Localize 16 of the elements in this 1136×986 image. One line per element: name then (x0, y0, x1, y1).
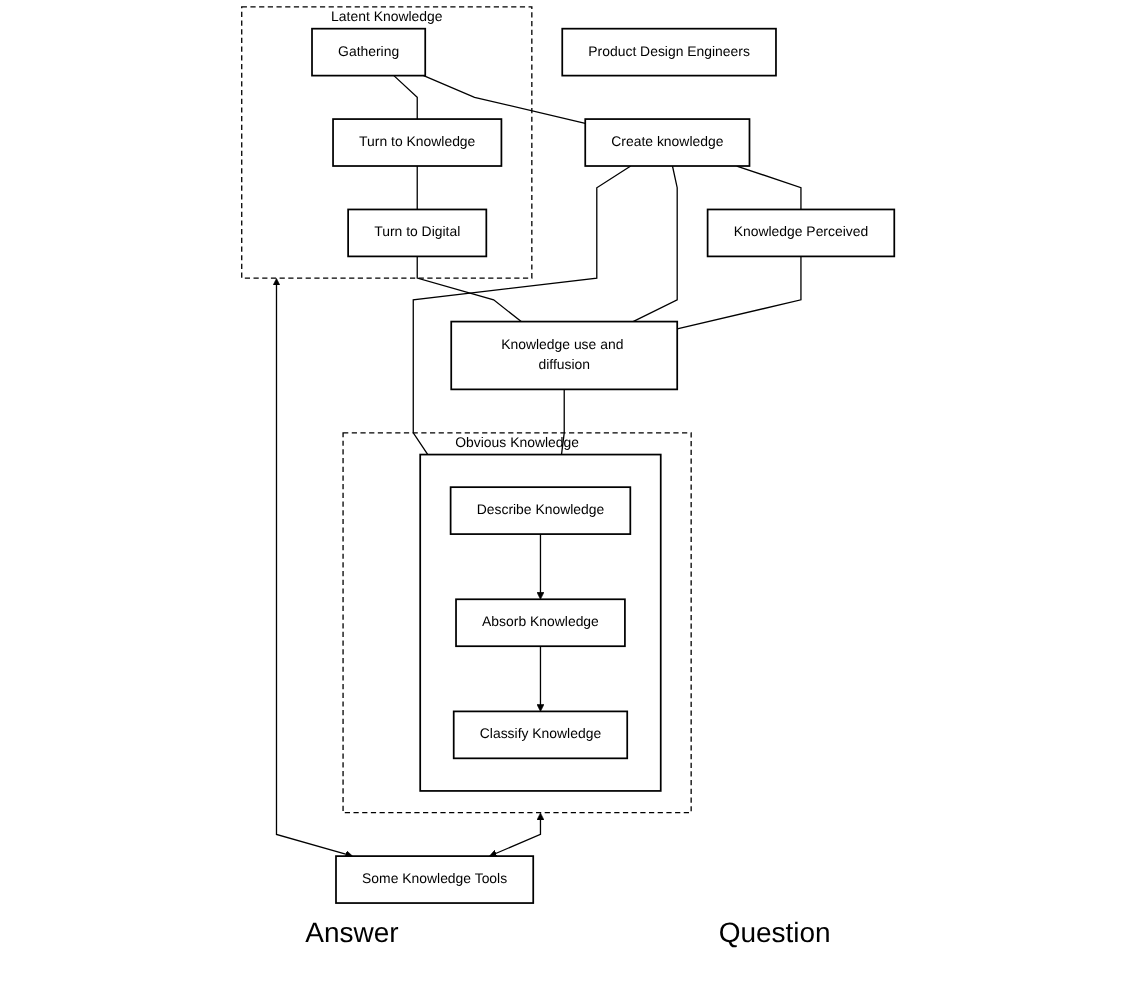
connector (632, 165, 678, 323)
connector (676, 255, 802, 330)
note-label: Answer (305, 916, 399, 948)
connector (412, 165, 632, 456)
connector (416, 165, 418, 211)
connector (416, 255, 522, 323)
note-label: Question (718, 916, 831, 948)
connector (736, 165, 802, 211)
cluster (419, 453, 662, 792)
arrow (536, 533, 545, 600)
arrow (489, 812, 545, 857)
connector (560, 388, 565, 456)
connector (422, 74, 586, 124)
connector (393, 74, 418, 120)
arrow (272, 278, 353, 858)
arrow (536, 645, 545, 712)
